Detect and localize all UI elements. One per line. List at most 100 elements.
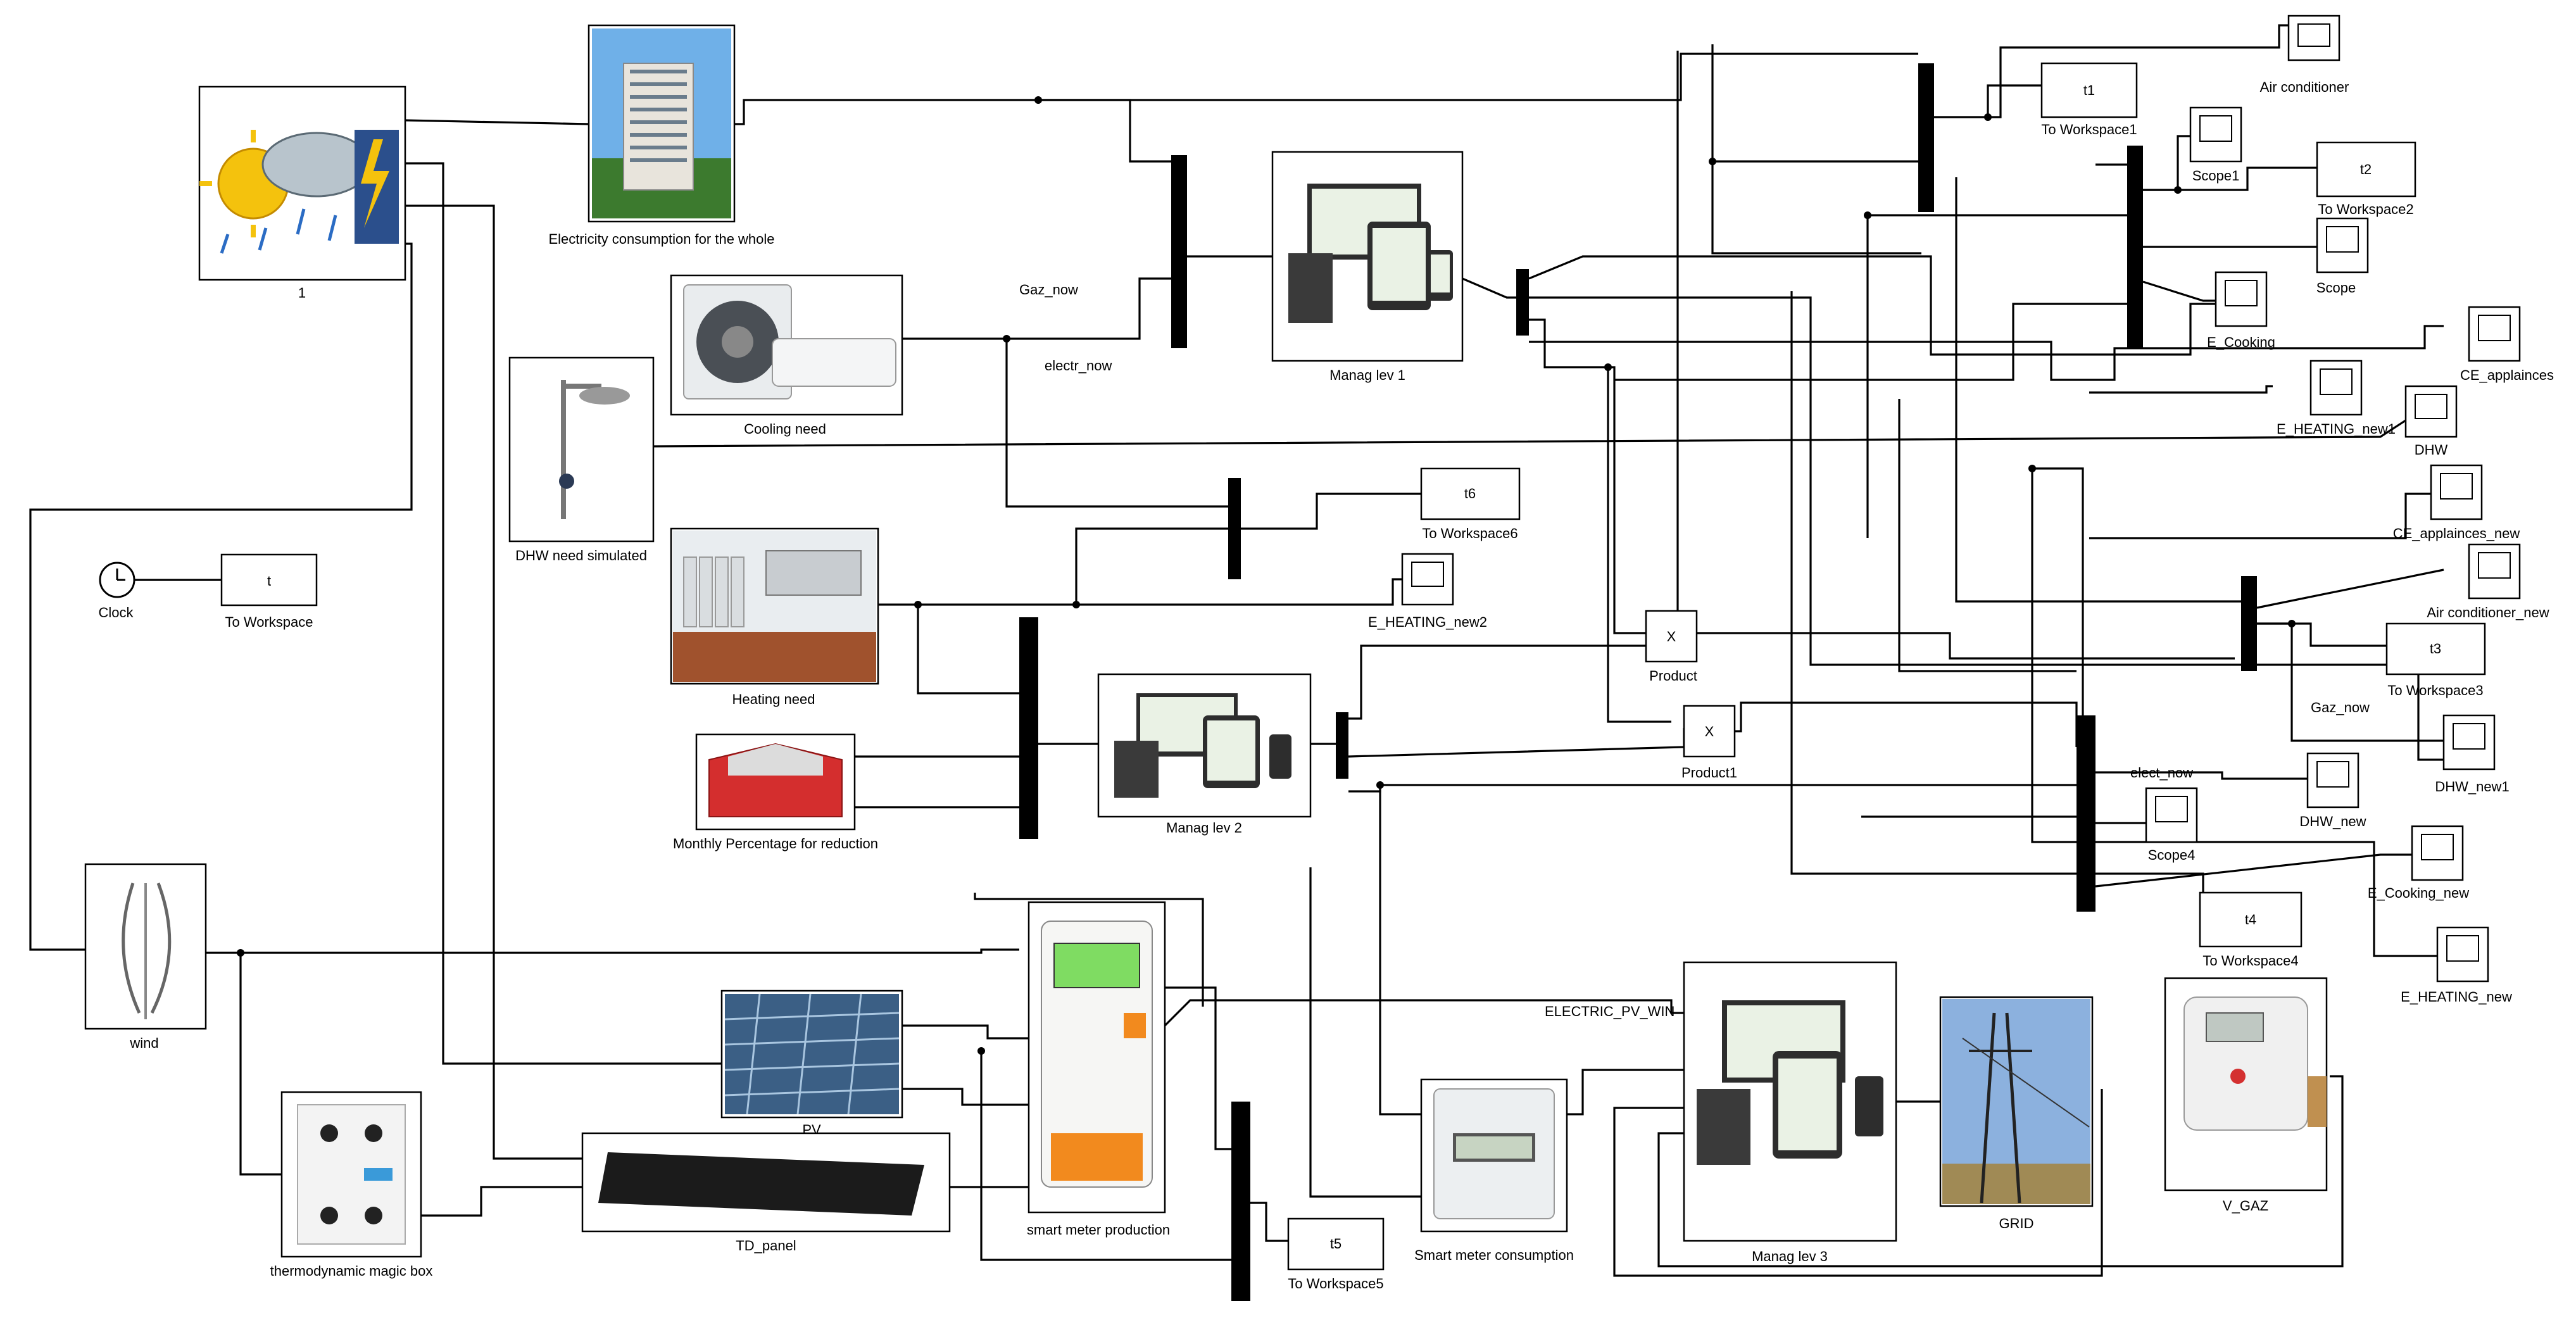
building-block[interactable]: Electricity consumption for the whole bbox=[548, 24, 775, 247]
wire-mux6-t6 bbox=[1241, 493, 1421, 530]
to-workspace-t4[interactable]: t4 To Workspace4 bbox=[2199, 891, 2303, 969]
to-workspace-t1[interactable]: t1 To Workspace1 bbox=[2040, 62, 2138, 137]
monthly-block[interactable]: Monthly Percentage for reduction bbox=[673, 733, 878, 852]
td-panel-block[interactable]: TD_panel bbox=[581, 1132, 951, 1254]
scope-scope4[interactable]: Scope4 bbox=[2145, 787, 2198, 863]
demux-2[interactable] bbox=[1336, 712, 1348, 779]
e-heating-new1-label: E_HEATING_new1 bbox=[2277, 421, 2396, 437]
manag-lev1-block[interactable]: Manag lev 1 bbox=[1271, 151, 1464, 383]
scope-dhw[interactable]: DHW bbox=[2404, 385, 2458, 458]
wire-sp-mux5b bbox=[980, 1051, 1231, 1261]
wire-heating2 bbox=[918, 527, 1231, 606]
smart-meter-consumption-label: Smart meter consumption bbox=[1414, 1247, 1574, 1263]
signal-electr-now: electr_now bbox=[1045, 358, 1112, 374]
manag-lev3-block[interactable]: Manag lev 3 bbox=[1683, 961, 1897, 1264]
mux-t4[interactable] bbox=[2077, 715, 2095, 912]
mux-6[interactable] bbox=[1228, 478, 1241, 579]
scope-ce-applainces-new[interactable]: CE_applainces_new bbox=[2393, 464, 2520, 541]
wire-cons-manag3 bbox=[1567, 1069, 1684, 1116]
manag-lev2-block[interactable]: Manag lev 2 bbox=[1097, 673, 1312, 836]
scope-e-heating-new2[interactable]: E_HEATING_new2 bbox=[1368, 553, 1487, 630]
scope-ce-applainces[interactable]: CE_applainces bbox=[2460, 306, 2554, 383]
product1-block[interactable]: X Product1 bbox=[1681, 705, 1737, 781]
wire-muxt3-t3 bbox=[2257, 622, 2387, 647]
junctions bbox=[237, 96, 2296, 1055]
signal-elect-now: elect_now bbox=[2130, 765, 2193, 781]
monthly-label: Monthly Percentage for reduction bbox=[673, 836, 878, 852]
scope-e-heating-new[interactable]: E_HEATING_new bbox=[2401, 926, 2512, 1005]
wire-sp-elec bbox=[1164, 999, 1684, 1027]
scope-e-cooking[interactable]: E_Cooking bbox=[2207, 271, 2275, 350]
wire-dhw bbox=[653, 394, 2444, 448]
product1-symbol: X bbox=[1705, 724, 1714, 739]
smart-meter-production-block[interactable]: smart meter production bbox=[1027, 901, 1170, 1238]
cooling-block[interactable]: Cooling need bbox=[670, 274, 903, 437]
scope-e-heating-new1[interactable]: E_HEATING_new1 bbox=[2277, 360, 2396, 437]
t3-label: To Workspace3 bbox=[2387, 682, 2483, 698]
wire-d1-a bbox=[1528, 255, 2235, 356]
to-workspace-t2[interactable]: t2 To Workspace2 bbox=[2316, 141, 2416, 217]
wire-muxt2-scope1 bbox=[2143, 135, 2190, 191]
t5-label: To Workspace5 bbox=[1288, 1276, 1383, 1292]
scope4-label: Scope4 bbox=[2148, 847, 2196, 863]
wire-muxt3-ce bbox=[2089, 493, 2431, 539]
v-gaz-label: V_GAZ bbox=[2223, 1198, 2268, 1214]
wire-pv-smart2 bbox=[902, 1088, 1029, 1106]
weather-block[interactable]: 1 bbox=[198, 85, 406, 301]
mux-t1[interactable] bbox=[1918, 63, 1934, 212]
dhw-new1-label: DHW_new1 bbox=[2435, 779, 2509, 795]
mux-5[interactable] bbox=[1231, 1102, 1250, 1301]
e-cooking-label: E_Cooking bbox=[2207, 334, 2275, 350]
wire-d1-d bbox=[1529, 325, 2444, 381]
product1-label: Product1 bbox=[1681, 765, 1737, 781]
product-block[interactable]: X Product bbox=[1645, 610, 1698, 684]
scope-scope[interactable]: Scope bbox=[2316, 217, 2369, 296]
t4-label: To Workspace4 bbox=[2202, 953, 2298, 969]
dhw-new-label: DHW_new bbox=[2299, 814, 2366, 829]
wire-mux5-cons bbox=[1309, 867, 1421, 1198]
heating-block[interactable]: Heating need bbox=[670, 527, 879, 707]
product-label: Product bbox=[1649, 668, 1697, 684]
grid-block[interactable]: GRID bbox=[1939, 996, 2094, 1231]
wire-product1-out bbox=[1719, 701, 2078, 747]
scope-dhw-new1[interactable]: DHW_new1 bbox=[2435, 714, 2510, 795]
mux-t2[interactable] bbox=[2127, 146, 2143, 348]
wire-weather-building bbox=[405, 119, 589, 125]
wire-grid-9 bbox=[1790, 291, 2077, 875]
scope-e-cooking-new[interactable]: E_Cooking_new bbox=[2368, 825, 2469, 901]
mux-t3[interactable] bbox=[2241, 576, 2257, 671]
pv-block[interactable]: PV bbox=[720, 990, 903, 1138]
manag-lev3-label: Manag lev 3 bbox=[1752, 1248, 1828, 1264]
to-workspace-t5[interactable]: t5 To Workspace5 bbox=[1287, 1217, 1385, 1292]
t3-value: t3 bbox=[2430, 641, 2441, 657]
mux-1[interactable] bbox=[1171, 155, 1187, 348]
demux-1[interactable] bbox=[1516, 269, 1529, 336]
dhw-need-block[interactable]: DHW need simulated bbox=[508, 356, 655, 563]
wire-muxt2-eheat1 bbox=[2089, 385, 2273, 394]
magic-box-label: thermodynamic magic box bbox=[270, 1263, 433, 1279]
t4-value: t4 bbox=[2245, 912, 2256, 927]
e-heating-new2-label: E_HEATING_new2 bbox=[1368, 614, 1487, 630]
to-workspace-t[interactable]: t To Workspace bbox=[220, 553, 318, 630]
scope-air-conditioner[interactable]: Air conditioner bbox=[2260, 15, 2349, 95]
wire-magic bbox=[421, 1186, 582, 1217]
clock-block[interactable]: Clock bbox=[98, 562, 135, 620]
scope-air-conditioner-new[interactable]: Air conditioner_new bbox=[2427, 543, 2549, 620]
signal-gaz-now-2: Gaz_now bbox=[2311, 700, 2370, 715]
air-conditioner-label: Air conditioner bbox=[2260, 79, 2349, 95]
smart-meter-production-label: smart meter production bbox=[1027, 1222, 1170, 1238]
wire-heating-e2 bbox=[1076, 578, 1402, 606]
scope-scope1[interactable]: Scope1 bbox=[2189, 106, 2242, 184]
wire-d2-b bbox=[1348, 728, 1685, 758]
wind-block[interactable]: wind bbox=[84, 863, 207, 1051]
v-gaz-block[interactable]: V_GAZ bbox=[2164, 977, 2328, 1214]
wire-grid-11 bbox=[1614, 303, 2133, 381]
wire-d1-b bbox=[1529, 296, 2444, 761]
scope-dhw-new[interactable]: DHW_new bbox=[2299, 752, 2366, 829]
to-workspace-t3[interactable]: t3 To Workspace3 bbox=[2385, 622, 2486, 698]
magic-box-block[interactable]: thermodynamic magic box bbox=[270, 1091, 433, 1279]
smart-meter-consumption-block[interactable]: Smart meter consumption bbox=[1414, 1078, 1574, 1263]
mux-2[interactable] bbox=[1019, 617, 1038, 839]
to-workspace-t6[interactable]: t6 To Workspace6 bbox=[1420, 467, 1521, 541]
t5-value: t5 bbox=[1330, 1236, 1341, 1252]
